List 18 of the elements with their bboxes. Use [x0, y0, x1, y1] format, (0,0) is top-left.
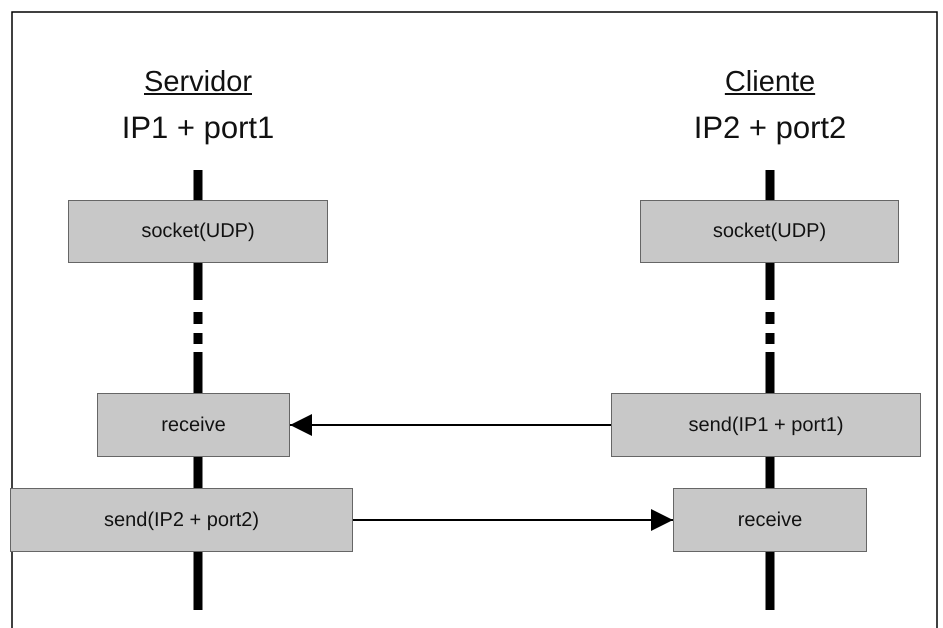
box-label: receive [738, 508, 802, 532]
process-box [673, 488, 867, 552]
header-address: IP1 + port1 [122, 110, 274, 146]
process-box [10, 488, 353, 552]
box-label: receive [161, 414, 226, 436]
arrow [290, 414, 611, 436]
header-address: IP2 + port2 [694, 110, 846, 146]
header-title: Servidor [144, 66, 252, 99]
arrow [353, 509, 673, 531]
process-box [68, 200, 328, 263]
box-label: send(IP1 + port1) [688, 414, 844, 436]
box-label: send(IP2 + port2) [104, 508, 260, 532]
process-box [640, 200, 899, 263]
box-label: socket(UDP) [141, 220, 255, 243]
process-box [97, 393, 290, 457]
process-box [611, 393, 921, 457]
box-label: socket(UDP) [712, 220, 826, 243]
header-title: Cliente [724, 66, 816, 99]
